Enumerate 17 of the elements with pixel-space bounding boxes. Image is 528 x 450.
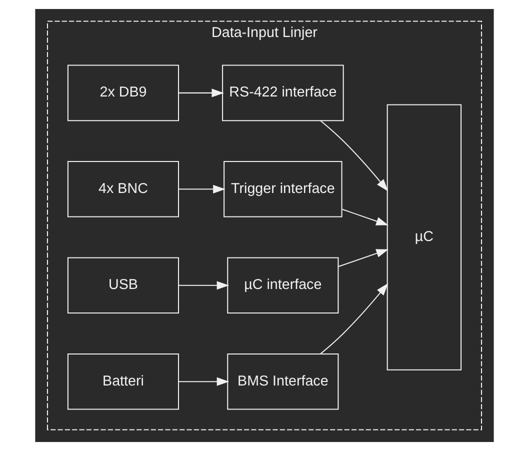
node-box: µC: [386, 104, 462, 370]
node-box: 2x DB9: [66, 64, 179, 121]
arrow: [320, 282, 388, 354]
arrow: [320, 120, 388, 191]
node-box: 4x BNC: [66, 160, 179, 217]
node-box: RS-422 interface: [222, 64, 344, 121]
node-box: Trigger interface: [223, 160, 342, 217]
node-box: µC interface: [226, 256, 338, 314]
arrow: [338, 248, 388, 266]
node-box: BMS Interface: [226, 352, 338, 410]
arrow: [342, 208, 388, 225]
arrow: [178, 376, 229, 386]
node-box: Batteri: [66, 352, 179, 410]
arrow: [178, 184, 225, 193]
arrow: [178, 88, 224, 97]
node-box: USB: [66, 256, 179, 314]
arrow: [178, 280, 229, 290]
